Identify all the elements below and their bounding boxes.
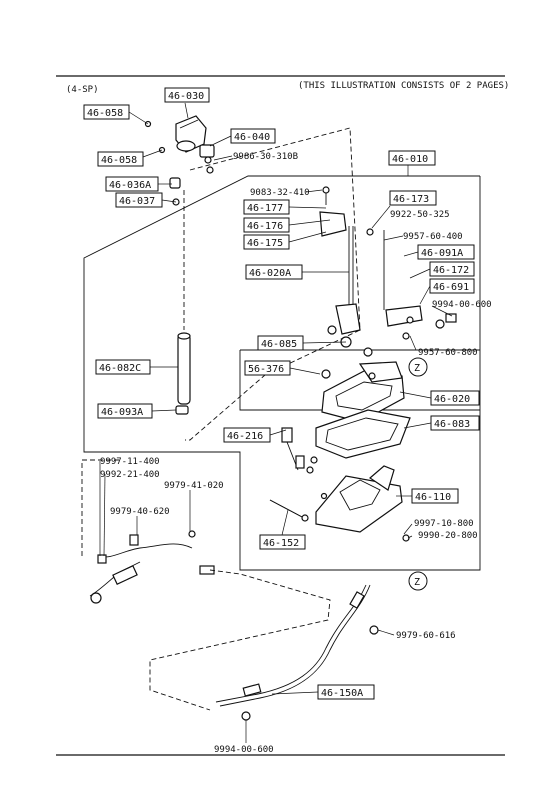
pin-46-152 xyxy=(269,499,309,522)
callout-46-175: 46-175 xyxy=(243,234,290,250)
callout-46-020: 46-020 xyxy=(430,390,480,406)
callout-9979-60-616: 9979-60-616 xyxy=(396,631,456,641)
callout-46-036A: 46-036A xyxy=(105,176,159,192)
boot-tube xyxy=(175,190,191,415)
callout-46-030: 46-030 xyxy=(164,87,210,103)
svg-text:46-082C: 46-082C xyxy=(99,363,141,374)
callout-46-216: 46-216 xyxy=(223,427,271,443)
callout-46-152: 46-152 xyxy=(259,534,306,550)
callout-46-082C: 46-082C xyxy=(95,359,151,375)
shift-lever xyxy=(327,226,373,357)
svg-text:46-040: 46-040 xyxy=(234,132,270,143)
callout-46-091A: 46-091A xyxy=(417,244,475,260)
callout-46-058-top: 46-058 xyxy=(83,104,130,120)
callout-46-691: 46-691 xyxy=(429,278,475,294)
callout-46-020A: 46-020A xyxy=(245,264,303,280)
knob-button xyxy=(199,144,215,164)
callout-9992-21-400: 9992-21-400 xyxy=(100,470,160,480)
svg-text:46-058: 46-058 xyxy=(87,108,123,119)
svg-text:46-691: 46-691 xyxy=(433,282,469,293)
svg-text:46-036A: 46-036A xyxy=(109,180,151,191)
callout-56-376: 56-376 xyxy=(244,360,291,376)
callout-46-058-mid: 46-058 xyxy=(97,151,144,167)
callout-9997-11-400: 9997-11-400 xyxy=(100,457,160,467)
svg-text:46-110: 46-110 xyxy=(415,492,451,503)
svg-text:46-150A: 46-150A xyxy=(321,688,363,699)
upper-subgroup-outline xyxy=(239,350,480,411)
callout-9083-32-410: 9083-32-410 xyxy=(250,188,310,198)
callout-46-040: 46-040 xyxy=(230,128,276,144)
svg-text:56-376: 56-376 xyxy=(248,364,284,375)
callout-46-093A: 46-093A xyxy=(97,403,153,419)
svg-text:46-037: 46-037 xyxy=(119,196,155,207)
callout-46-037: 46-037 xyxy=(115,192,163,208)
svg-text:46-177: 46-177 xyxy=(247,203,283,214)
svg-text:46-175: 46-175 xyxy=(247,238,283,249)
callout-46-176: 46-176 xyxy=(243,217,290,233)
base-plate xyxy=(315,465,410,542)
callout-46-172: 46-172 xyxy=(429,261,475,277)
callout-9957-60-400: 9957-60-400 xyxy=(403,232,463,242)
callout-9922-50-325: 9922-50-325 xyxy=(390,210,450,220)
callout-46-173: 46-173 xyxy=(389,190,437,206)
callout-46-150A: 46-150A xyxy=(317,684,375,700)
shifter-housing xyxy=(321,361,405,423)
svg-text:46-058: 46-058 xyxy=(101,155,137,166)
callout-9957-60-800: 9957-60-800 xyxy=(418,348,478,358)
svg-text:46-093A: 46-093A xyxy=(101,407,143,418)
ref-circle-bottom: Z xyxy=(408,571,428,591)
svg-text:46-030: 46-030 xyxy=(168,91,204,102)
svg-text:46-020A: 46-020A xyxy=(249,268,291,279)
svg-text:46-172: 46-172 xyxy=(433,265,469,276)
callout-9997-10-800: 9997-10-800 xyxy=(414,519,474,529)
svg-text:Z: Z xyxy=(414,363,420,374)
svg-text:46-010: 46-010 xyxy=(392,154,428,165)
variant-label: (4-SP) xyxy=(66,85,99,95)
callout-46-110: 46-110 xyxy=(411,488,459,504)
switch-46-216 xyxy=(281,427,318,474)
callout-9994-00-600-bottom: 9994-00-600 xyxy=(214,745,274,755)
dashed-cable-run xyxy=(149,569,331,711)
ref-circle-top: Z xyxy=(408,357,428,377)
svg-text:46-020: 46-020 xyxy=(434,394,470,405)
callout-46-177: 46-177 xyxy=(243,199,290,215)
gasket xyxy=(315,409,411,459)
svg-text:46-176: 46-176 xyxy=(247,221,283,232)
cable-main xyxy=(215,584,379,721)
selector-linkage xyxy=(319,186,457,340)
callout-9986-30-310B: 9986-30-310B xyxy=(233,152,298,162)
svg-text:46-216: 46-216 xyxy=(227,431,263,442)
page-note: (THIS ILLUSTRATION CONSISTS OF 2 PAGES) xyxy=(298,81,509,91)
callout-9979-41-020: 9979-41-020 xyxy=(164,481,224,491)
svg-text:46-173: 46-173 xyxy=(393,194,429,205)
leader-lines xyxy=(99,102,453,743)
callout-46-010: 46-010 xyxy=(388,150,436,166)
knob-dashed-outline xyxy=(185,127,361,441)
cable-left xyxy=(89,530,215,604)
callout-46-083: 46-083 xyxy=(430,415,480,431)
callout-9979-40-620: 9979-40-620 xyxy=(110,507,170,517)
callout-46-085: 46-085 xyxy=(257,335,304,351)
svg-text:46-085: 46-085 xyxy=(261,339,297,350)
svg-text:46-152: 46-152 xyxy=(263,538,299,549)
assembly-outline xyxy=(83,175,481,571)
callout-9994-00-600-top: 9994-00-600 xyxy=(432,300,492,310)
svg-text:Z: Z xyxy=(414,577,420,588)
shift-knob xyxy=(175,115,207,153)
svg-text:46-083: 46-083 xyxy=(434,419,470,430)
callout-9990-20-800: 9990-20-800 xyxy=(418,531,478,541)
svg-text:46-091A: 46-091A xyxy=(421,248,463,259)
